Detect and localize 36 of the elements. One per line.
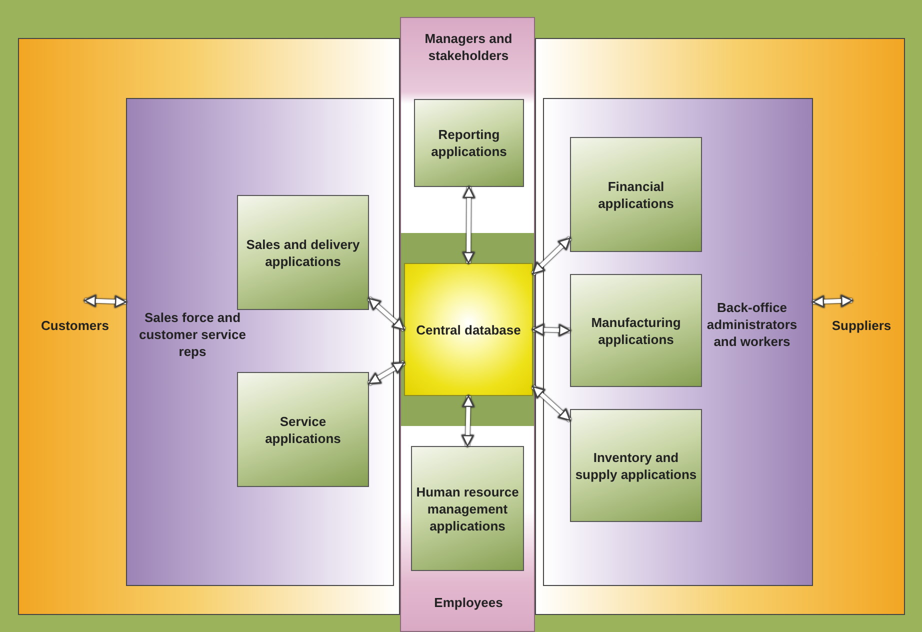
group-label: Managers and stakeholders bbox=[424, 30, 514, 64]
box-label: Sales and delivery applications bbox=[245, 236, 361, 270]
group-label: Employees bbox=[433, 594, 504, 611]
user-group-panel bbox=[543, 98, 813, 586]
group-label: Sales force and customer service reps bbox=[138, 309, 247, 360]
application-box bbox=[411, 446, 524, 571]
double-arrow bbox=[532, 324, 571, 336]
application-box bbox=[237, 372, 369, 487]
user-group-band bbox=[400, 17, 535, 632]
box-label: Manufacturing applications bbox=[590, 314, 682, 348]
double-arrow bbox=[368, 361, 406, 386]
application-box bbox=[570, 274, 702, 387]
box-label: Central database bbox=[415, 321, 522, 338]
double-arrow bbox=[462, 186, 475, 264]
audience-panel bbox=[535, 38, 905, 615]
double-arrow bbox=[532, 236, 572, 276]
double-arrow bbox=[368, 297, 406, 331]
box-label: Inventory and supply applications bbox=[575, 448, 697, 482]
double-arrow bbox=[812, 295, 853, 308]
box-label: Reporting applications bbox=[430, 126, 508, 160]
application-box bbox=[414, 99, 524, 187]
application-box bbox=[237, 195, 369, 310]
audience-panel bbox=[18, 38, 400, 615]
double-arrow bbox=[462, 395, 474, 447]
database-box bbox=[404, 263, 533, 396]
application-box bbox=[570, 137, 702, 252]
application-box bbox=[570, 409, 702, 522]
box-label: Human resource management applications bbox=[416, 483, 519, 534]
box-label: Service applications bbox=[264, 412, 342, 446]
group-label: Back-office administrators and workers bbox=[706, 299, 798, 350]
double-arrow bbox=[532, 385, 572, 422]
double-arrow bbox=[84, 295, 127, 308]
box-label: Financial applications bbox=[597, 178, 675, 212]
group-label: Suppliers bbox=[830, 317, 892, 334]
group-label: Customers bbox=[40, 317, 110, 334]
user-group-panel bbox=[126, 98, 394, 586]
